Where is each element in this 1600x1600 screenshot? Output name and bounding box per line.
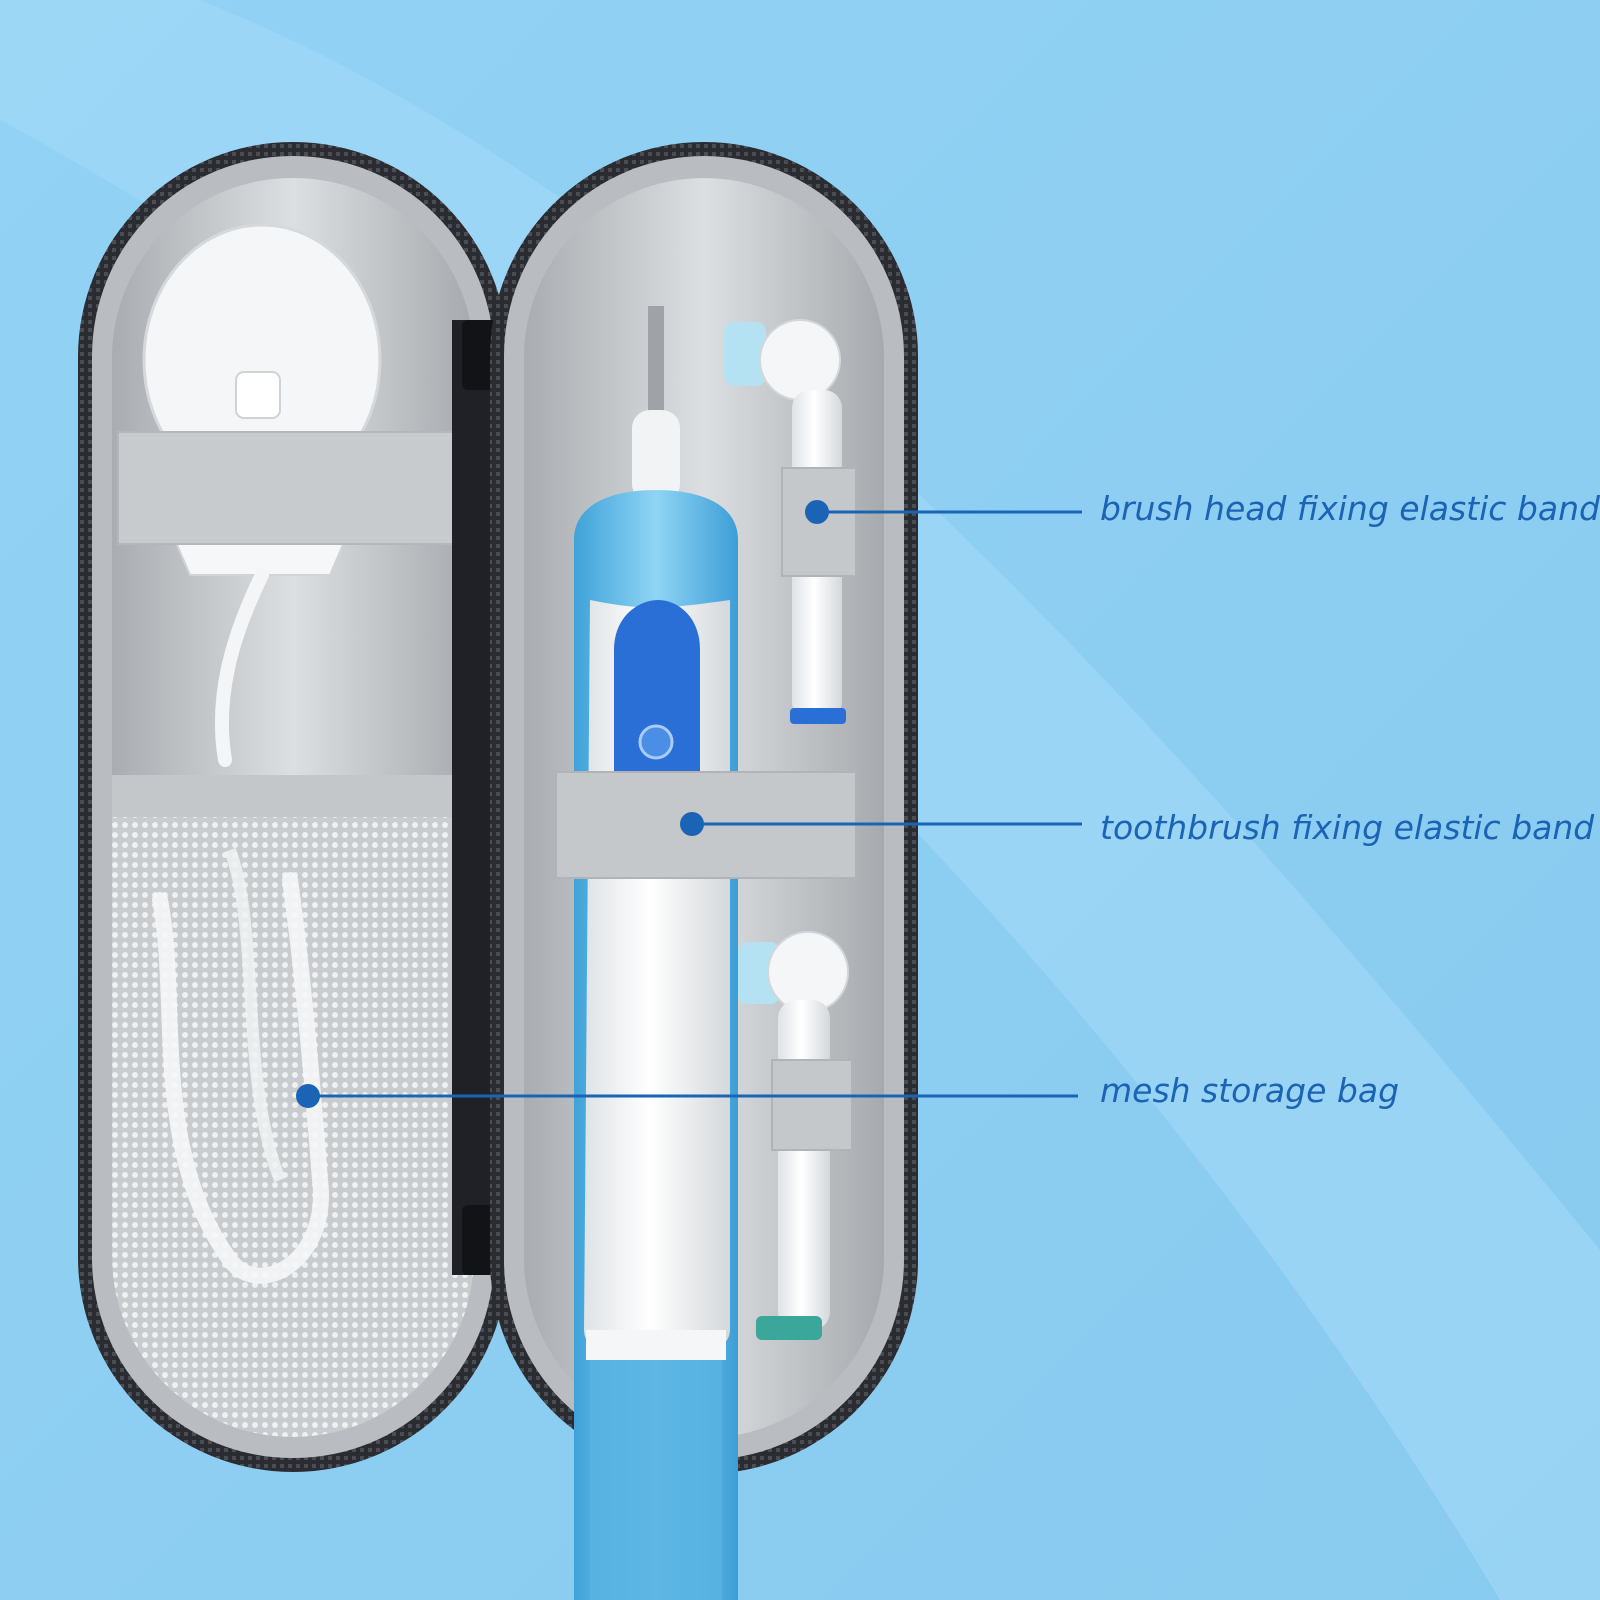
brush-head-elastic-band-lower xyxy=(771,1059,853,1151)
callout-mesh xyxy=(296,1084,1078,1108)
charging-stand xyxy=(142,223,382,767)
callout-brush-head xyxy=(805,500,1082,524)
toothbrush-band-label: toothbrush fixing elastic band xyxy=(1100,808,1595,847)
case-left-half xyxy=(78,142,508,1472)
callout-toothbrush xyxy=(680,812,1082,836)
mesh-storage-bag-label: mesh storage bag xyxy=(1100,1071,1400,1110)
charger-elastic-band xyxy=(117,431,469,545)
power-icon xyxy=(638,724,674,760)
brush-head-band-label: brush head fixing elastic band xyxy=(1100,489,1600,528)
case-right-half xyxy=(490,142,918,1600)
mesh-storage-pocket xyxy=(112,775,474,1437)
